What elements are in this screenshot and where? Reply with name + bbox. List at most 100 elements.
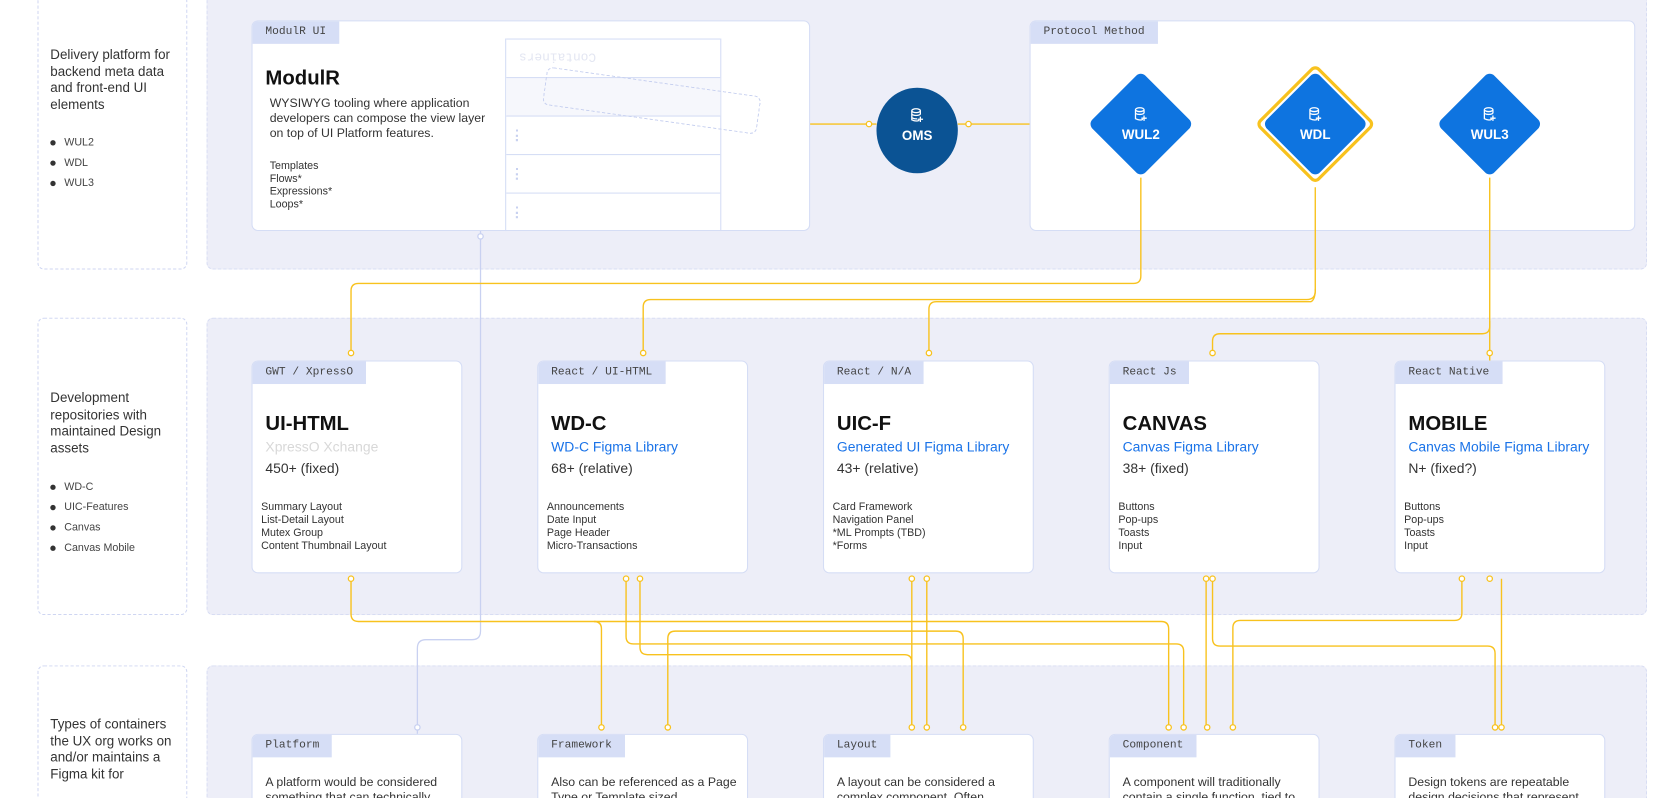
figma-library-link[interactable]: WD-C Figma Library bbox=[551, 438, 678, 455]
oms-node[interactable]: OMS bbox=[876, 87, 958, 174]
drag-handle-icon bbox=[515, 206, 518, 219]
connector-uihtml-framework bbox=[593, 620, 603, 728]
drag-handle-icon bbox=[515, 129, 518, 142]
row-label-development: Development repositories with maintained… bbox=[37, 317, 188, 616]
component-item: Pop-ups bbox=[1404, 514, 1444, 527]
component-item: *ML Prompts (TBD) bbox=[832, 527, 926, 540]
bullet-item: WUL3 bbox=[50, 173, 94, 193]
bullet-icon bbox=[50, 140, 56, 146]
component-item: Buttons bbox=[1404, 501, 1441, 514]
repo-card[interactable]: React Js CANVAS Canvas Figma Library 38+… bbox=[1108, 360, 1320, 574]
component-item: Input bbox=[1118, 540, 1143, 552]
card-description: A layout can be considered a complex com… bbox=[836, 776, 995, 798]
figma-library-link[interactable]: Canvas Mobile Figma Library bbox=[1408, 438, 1590, 455]
card-description: Also can be referenced as a Page Type or… bbox=[551, 776, 737, 798]
card-title: WD-C bbox=[551, 412, 607, 436]
bullet-item: WUL2 bbox=[50, 133, 94, 153]
connector-pins bbox=[347, 120, 1505, 731]
database-add-icon bbox=[1483, 107, 1496, 121]
card-tag: React / N/A bbox=[824, 361, 924, 385]
card-title: MOBILE bbox=[1408, 412, 1488, 436]
component-item: Mutex Group bbox=[261, 527, 323, 540]
card-title: UI-HTML bbox=[265, 412, 349, 436]
card-description: A component will traditionally contain a… bbox=[1122, 776, 1296, 798]
component-item: Micro-Transactions bbox=[546, 540, 638, 552]
card-tag: React / UI-HTML bbox=[538, 361, 666, 385]
row-label-delivery: Delivery platform for backend meta data … bbox=[37, 0, 188, 270]
connector-wdl-wdc bbox=[642, 187, 1316, 354]
component-item: Pop-ups bbox=[1118, 514, 1159, 527]
component-count: 450+ (fixed) bbox=[265, 459, 340, 477]
repo-card[interactable]: GWT / XpressO UI-HTML XpressO Xchange 45… bbox=[251, 360, 463, 574]
card-tag: React Native bbox=[1395, 361, 1503, 385]
card-tag: Platform bbox=[252, 734, 333, 758]
figma-library-link[interactable]: Canvas Figma Library bbox=[1122, 438, 1259, 455]
card-tag: Layout bbox=[824, 734, 891, 758]
figma-library-link: XpressO Xchange bbox=[265, 438, 379, 455]
component-item: Card Framework bbox=[832, 501, 913, 514]
bullet-item: WD-C bbox=[50, 477, 135, 497]
database-add-icon bbox=[911, 108, 924, 122]
container-row: Containers bbox=[506, 38, 721, 78]
row-bullets: WD-C UIC-Features Canvas Canvas Mobile bbox=[50, 477, 135, 558]
repo-card[interactable]: React / N/A UIC-F Generated UI Figma Lib… bbox=[822, 360, 1034, 574]
component-item: Input bbox=[1404, 540, 1428, 552]
component-item: Date Input bbox=[546, 514, 597, 527]
containers-mockup: Containers bbox=[505, 38, 762, 232]
modulr-card[interactable]: ModulR UI ModulR WYSIWYG tooling where a… bbox=[251, 20, 811, 232]
container-row bbox=[506, 192, 721, 232]
card-tag: Protocol Method bbox=[1030, 21, 1158, 44]
card-tag: React Js bbox=[1109, 361, 1190, 385]
component-item: Summary Layout bbox=[261, 501, 343, 514]
card-title: CANVAS bbox=[1122, 412, 1208, 436]
feature-item: Templates bbox=[269, 160, 319, 173]
row-bullets: WUL2 WDL WUL3 bbox=[50, 133, 94, 194]
wul3-node-label: WUL3 bbox=[1436, 107, 1543, 142]
connector-mobile-component bbox=[1232, 578, 1463, 728]
row-label-text: Delivery platform for backend meta data … bbox=[50, 47, 170, 112]
connector-wdl-uicf bbox=[928, 288, 1316, 354]
feature-item: Expressions* bbox=[269, 186, 333, 198]
connector-wul3-canvas bbox=[1211, 177, 1491, 354]
repo-card[interactable]: React Native MOBILE Canvas Mobile Figma … bbox=[1394, 360, 1606, 574]
bullet-icon bbox=[50, 525, 56, 531]
container-row bbox=[506, 115, 721, 155]
row-label-text: Development repositories with maintained… bbox=[50, 390, 162, 456]
oms-label: OMS bbox=[901, 128, 933, 144]
container-type-card[interactable]: Layout A layout can be considered a comp… bbox=[822, 733, 1034, 798]
container-type-card[interactable]: Component A component will traditionally… bbox=[1108, 733, 1320, 798]
database-add-icon bbox=[1309, 107, 1322, 121]
repo-card[interactable]: React / UI-HTML WD-C WD-C Figma Library … bbox=[537, 360, 749, 574]
container-type-card[interactable]: Token Design tokens are repeatable desig… bbox=[1394, 733, 1606, 798]
container-type-card[interactable]: Framework Also can be referenced as a Pa… bbox=[537, 733, 749, 798]
wul2-node-label: WUL2 bbox=[1087, 107, 1194, 142]
bullet-icon bbox=[50, 504, 56, 511]
bullet-icon bbox=[50, 545, 56, 551]
connector-canvas-token bbox=[1211, 578, 1496, 728]
card-description: WYSIWYG tooling where application develo… bbox=[269, 97, 486, 141]
card-title: UIC-F bbox=[836, 412, 892, 436]
component-item: Announcements bbox=[546, 501, 625, 514]
bullet-item: Canvas bbox=[50, 518, 135, 538]
connector-pin bbox=[414, 724, 421, 731]
card-tag: ModulR UI bbox=[252, 21, 339, 44]
card-tag: Token bbox=[1395, 734, 1455, 758]
card-tag: GWT / XpressO bbox=[252, 361, 366, 385]
figma-library-link[interactable]: Generated UI Figma Library bbox=[836, 438, 1010, 455]
card-title: ModulR bbox=[265, 67, 340, 90]
container-row bbox=[506, 77, 721, 116]
component-item: Toasts bbox=[1118, 527, 1150, 540]
component-item: Buttons bbox=[1118, 501, 1155, 514]
component-item: Content Thumbnail Layout bbox=[261, 540, 387, 552]
bullet-icon bbox=[50, 180, 56, 187]
connector-wdc-layout bbox=[639, 578, 913, 728]
bullet-item: Canvas Mobile bbox=[50, 538, 135, 558]
container-type-card[interactable]: Platform A platform would be considered … bbox=[251, 733, 463, 798]
container-row bbox=[506, 154, 721, 193]
component-item: List-Detail Layout bbox=[261, 514, 344, 527]
card-tag: Framework bbox=[538, 734, 625, 758]
